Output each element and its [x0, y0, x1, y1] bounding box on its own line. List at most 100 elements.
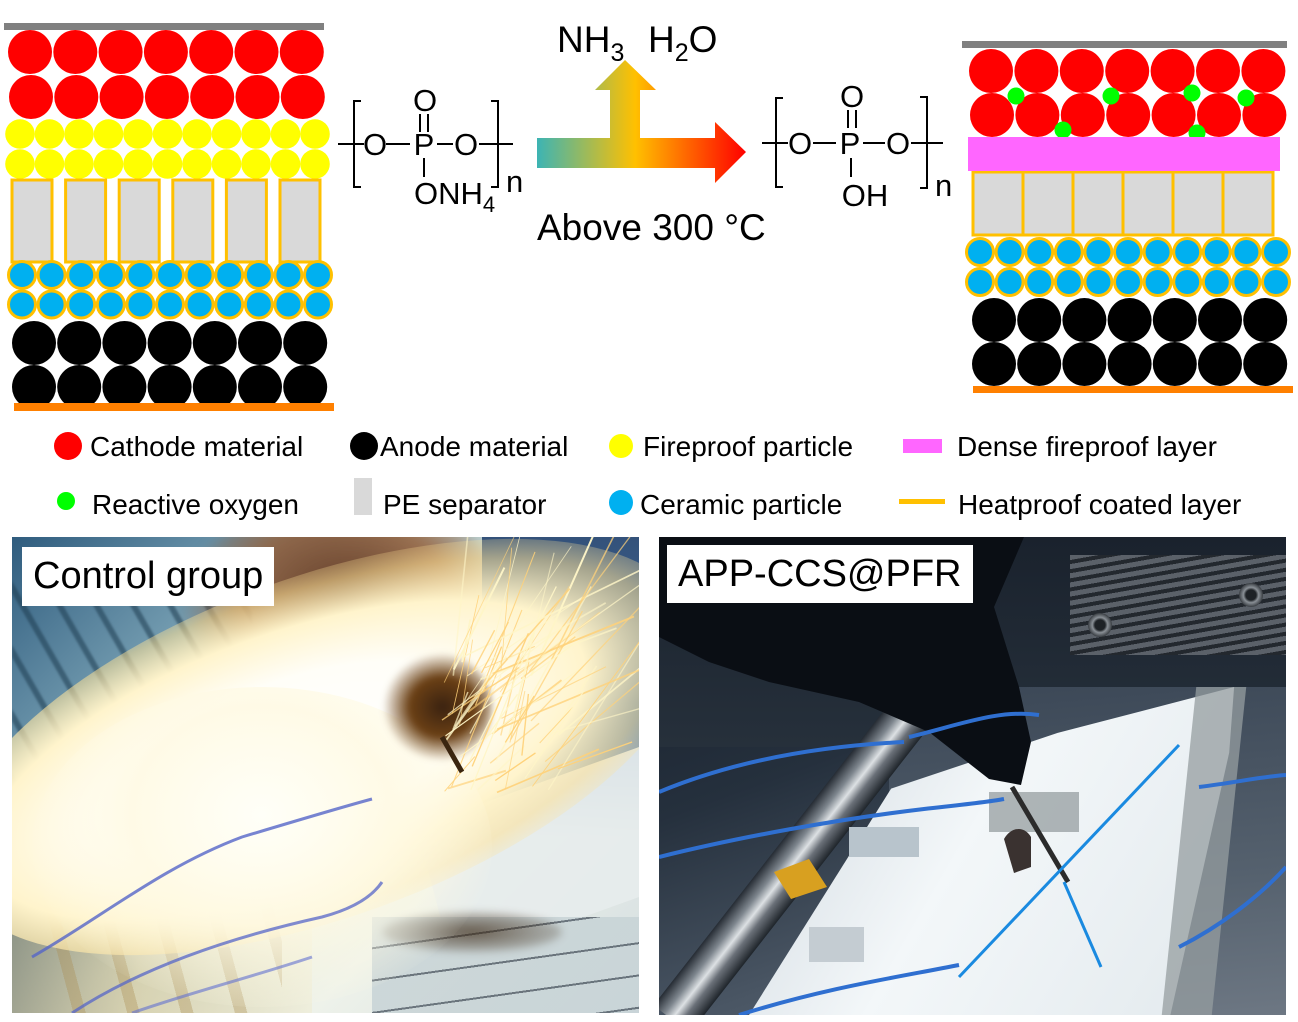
- spark-streak: [496, 748, 600, 794]
- kapton-tape: [774, 859, 827, 899]
- battery-structure-after-heating: [962, 41, 1293, 393]
- ammonium-subscript: 4: [483, 192, 495, 217]
- ceramic-particle: [303, 289, 333, 320]
- reactive-oxygen-particle: [1102, 87, 1120, 105]
- fireproof-particle: [241, 119, 271, 149]
- water-subscript: 2: [675, 39, 689, 67]
- schematic-figure: O P O O ONH4 n NH3 H2O Above 300 °C O P …: [4, 19, 1293, 411]
- hydroxyl-group: OH: [842, 178, 889, 213]
- ceramic-particle: [1083, 267, 1114, 297]
- ceramic-particle: [1201, 237, 1232, 267]
- anode-particle: [1152, 298, 1197, 342]
- pe-separator-segment: [10, 178, 54, 264]
- spark-streak: [461, 569, 639, 659]
- legend-label: Cathode material: [90, 431, 304, 462]
- spark-streak: [528, 537, 631, 672]
- ceramic-particle: [1142, 267, 1173, 297]
- anode-particle: [972, 342, 1016, 386]
- reactive-oxygen-particle: [1054, 121, 1072, 139]
- spark-streak: [539, 706, 574, 744]
- ceramic-particle: [273, 289, 304, 320]
- marker-line: [957, 743, 1181, 979]
- anode-particle: [57, 365, 102, 409]
- spark-streak: [521, 693, 530, 756]
- ammonium-group: ONH4: [414, 176, 495, 217]
- cathode-particle: [1242, 93, 1287, 137]
- thermocouple-wire: [659, 740, 905, 794]
- anode-particle: [12, 321, 56, 365]
- anode-particle: [1198, 342, 1242, 386]
- ceramic-particle: [125, 260, 156, 290]
- dense-fireproof-layer: [968, 137, 1280, 171]
- spark-streak: [482, 646, 503, 692]
- cathode-particle: [1105, 49, 1150, 93]
- heatproof-coated-layer-swatch: [899, 499, 945, 504]
- fireproof-particle: [64, 119, 94, 149]
- pe-separator-segment: [278, 178, 322, 264]
- ceramic-particle: [125, 289, 156, 320]
- thermocouple-wire: [659, 797, 1005, 859]
- spark-streak: [452, 537, 469, 676]
- aluminum-tab: [849, 827, 919, 857]
- ceramic-particle-swatch: [609, 490, 633, 515]
- anode-particle: [238, 365, 282, 409]
- ceramic-particle: [1261, 267, 1291, 297]
- fireproof-particle: [123, 149, 153, 179]
- fireproof-particle: [300, 149, 330, 179]
- spark-streak: [484, 693, 519, 740]
- spark-streak: [501, 666, 607, 719]
- anode-particle: [972, 298, 1016, 342]
- cathode-particle: [280, 75, 325, 119]
- spark-streak: [532, 641, 639, 787]
- fireproof-particle: [270, 119, 301, 149]
- ceramic-particle: [1231, 267, 1262, 297]
- ceramic-particle: [66, 289, 97, 320]
- spark-streak: [445, 643, 575, 737]
- cathode-particle: [279, 30, 324, 74]
- cathode-particle: [189, 30, 234, 74]
- fireproof-particle: [93, 119, 124, 149]
- photo-control-group: Control group: [12, 537, 639, 1013]
- cathode-particle: [1150, 49, 1195, 93]
- fireproof-particle: [300, 119, 330, 149]
- anode-particle: [1243, 298, 1288, 342]
- reactive-oxygen-particle: [1183, 84, 1201, 102]
- spark-streak: [511, 584, 639, 676]
- cathode-particle: [1060, 93, 1105, 137]
- cathode-particle: [969, 49, 1013, 93]
- legend-label: Anode material: [380, 431, 569, 462]
- anode-particle: [1107, 342, 1152, 386]
- cathode-particle: [190, 75, 235, 119]
- ceramic-particle: [1172, 267, 1203, 297]
- spark-streak: [507, 602, 607, 661]
- dense-fireproof-layer-swatch: [903, 439, 942, 453]
- ceramic-particle: [1113, 237, 1143, 267]
- spark-streak: [444, 756, 476, 792]
- ceramic-particle: [1261, 237, 1291, 267]
- legend-label: Heatproof coated layer: [958, 489, 1242, 520]
- pe-separator-segment: [1121, 170, 1175, 237]
- reaction-condition: Above 300 °C: [537, 207, 766, 248]
- byproduct-water: H2O: [648, 19, 717, 67]
- anode-particle: [1017, 298, 1062, 342]
- atom-oxygen: O: [454, 127, 478, 162]
- fireproof-particle: [34, 149, 65, 179]
- photo-app-ccs-pfr: APP-CCS@PFR: [659, 537, 1286, 1015]
- spark-streak: [477, 745, 526, 791]
- cathode-particle: [143, 30, 188, 74]
- cathode-particle: [234, 30, 279, 74]
- byproduct-ammonia: NH3: [557, 19, 624, 67]
- fireproof-particle: [152, 119, 183, 149]
- ceramic-particle: [184, 260, 215, 290]
- spark-streak: [441, 666, 521, 721]
- legend-label: PE separator: [383, 489, 547, 520]
- thermocouple-wire: [738, 963, 960, 1015]
- marker-line: [1062, 881, 1103, 968]
- spark-streak: [507, 632, 535, 737]
- photo-label-app-ccs-pfr: APP-CCS@PFR: [667, 545, 973, 603]
- ceramic-particle: [1024, 237, 1055, 267]
- spark-streak: [469, 586, 557, 761]
- anode-particle: [12, 365, 56, 409]
- ceramic-particle: [965, 237, 995, 267]
- cathode-particle: [98, 30, 143, 74]
